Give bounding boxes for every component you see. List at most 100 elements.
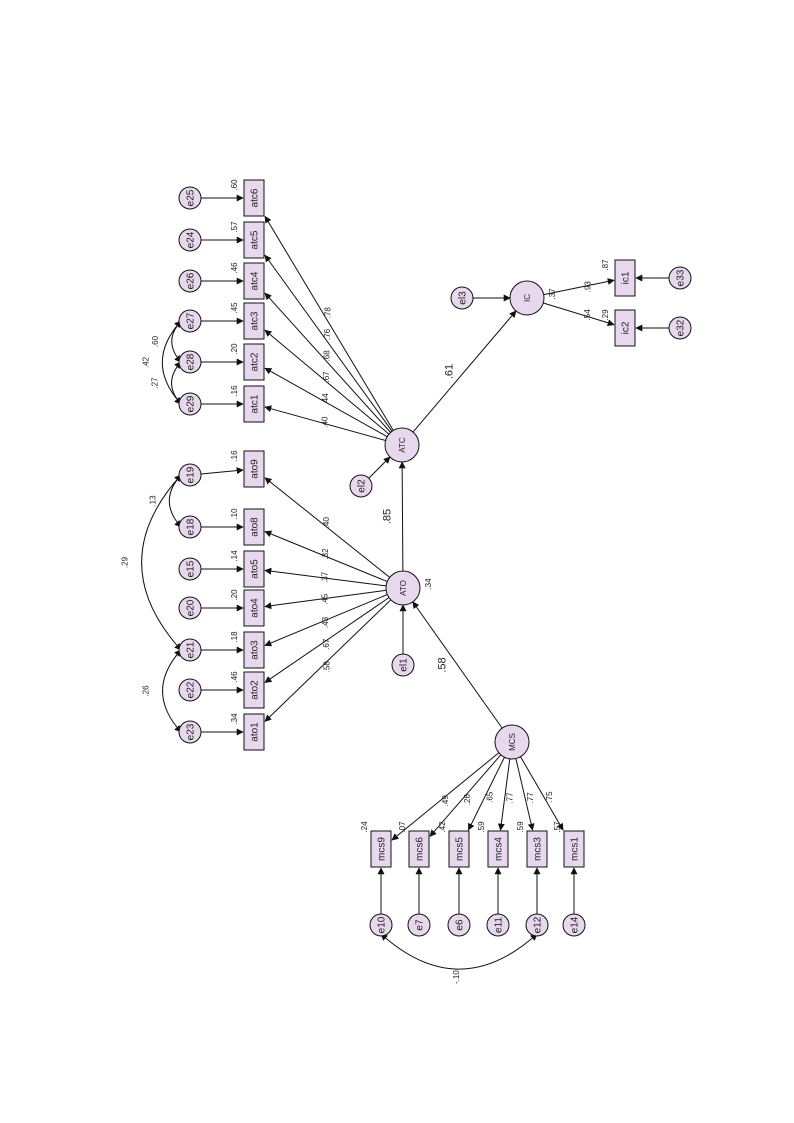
node-label: e6 [455,919,466,931]
path-arrow-MCS-ATO [412,601,503,729]
error-node-e22: e22 [178,678,202,702]
path-coefficient-label: .40 [322,516,331,528]
path-coefficient-label: .37 [321,571,330,583]
latent-node-ATC: ATC [384,427,420,463]
observed-node-ato2: ato2 [243,671,265,709]
node-label: atc3 [250,311,261,330]
node-label: el1 [399,658,410,672]
error-node-e11: e11 [486,913,510,937]
observed-node-atc3: atc3 [243,302,265,340]
node-label: atc4 [250,271,261,290]
r-squared-label: .60 [230,179,239,191]
error-node-e10: e10 [369,913,393,937]
path-coefficient-label: .75 [545,791,554,803]
path-coefficient-label: .85 [382,509,394,524]
path-coefficient-label: .26 [463,794,472,806]
error-node-e33: e33 [668,266,692,290]
node-label: MCS [508,733,517,751]
path-arrow-MCS-mcs4 [497,758,511,831]
observed-node-mcs1: mcs1 [563,830,585,868]
error-node-el3: el3 [450,286,474,310]
node-label: e22 [186,681,197,698]
r-squared-label: .34 [424,578,433,590]
covariance-arc-e19-e21 [141,474,182,651]
covariance-arc-e19-e18 [168,474,182,528]
observed-node-mcs5: mcs5 [448,830,470,868]
r-squared-label: .57 [553,821,562,833]
error-node-e15: e15 [178,557,202,581]
path-arrow-MCS-mcs1 [520,756,564,831]
path-arrow-ATC-atc4 [264,292,391,433]
covariance-label: .27 [151,377,160,389]
observed-node-atc6: atc6 [243,179,265,217]
covariance-label: -.10 [452,970,461,984]
node-label: e20 [186,599,197,616]
r-squared-label: .59 [516,821,525,833]
node-label: e25 [186,189,197,206]
error-node-e14: e14 [562,913,586,937]
latent-node-ATO: ATO [385,570,421,606]
node-label: ato1 [250,722,261,742]
covariance-arc-e10-e12 [380,933,538,970]
path-coefficient-label: .40 [320,416,329,428]
path-arrow-ATC-IC [412,310,517,433]
path-coefficient-label: .77 [526,792,535,804]
r-squared-label: .42 [438,821,447,833]
r-squared-label: .24 [360,821,369,833]
covariance-label: .42 [141,356,150,368]
path-coefficient-label: .93 [583,281,592,293]
path-arrow-e19-ato9 [200,467,244,475]
path-coefficient-label: .54 [583,309,592,321]
path-arrow-ATO-ato3 [264,594,388,647]
path-arrow-ATO-ato9 [264,477,391,578]
path-arrow-ATO-ato5 [264,567,387,587]
node-label: e12 [533,916,544,933]
r-squared-label: .37 [548,288,557,300]
path-coefficient-label: .43 [321,616,330,628]
r-squared-label: .57 [230,221,239,233]
observed-node-mcs6: mcs6 [408,830,430,868]
error-node-e12: e12 [525,913,549,937]
node-label: ato3 [250,640,261,660]
node-label: mcs1 [570,837,581,861]
node-label: atc2 [250,352,261,371]
path-arrow-ATC-atc1 [264,405,386,441]
node-label: mcs9 [377,837,388,861]
node-label: ato5 [250,559,261,579]
observed-node-ato5: ato5 [243,550,265,588]
r-squared-label: .07 [398,821,407,833]
latent-node-MCS: MCS [494,724,530,760]
node-label: ato8 [250,517,261,537]
path-arrow-ATC-atc3 [264,329,390,435]
path-arrow-ATO-ato2 [264,597,390,683]
node-label: e28 [186,353,197,370]
path-arrow-IC-ic2 [543,302,615,327]
node-label: e32 [676,319,687,336]
path-arrow-MCS-mcs9 [391,752,500,841]
path-arrow-ATC-atc2 [264,367,388,438]
covariance-arc-e21-e23 [162,649,182,733]
path-arrow-el2-ATC [368,456,391,479]
path-coefficient-label: .68 [323,350,332,362]
path-coefficient-label: .45 [321,593,330,605]
path-coefficient-label: .78 [324,307,333,319]
observed-node-mcs4: mcs4 [487,830,509,868]
node-label: ato4 [250,598,261,618]
error-node-e7: e7 [407,913,431,937]
path-arrow-ATO-ato4 [264,589,387,610]
r-squared-label: .16 [230,385,239,397]
error-node-e24: e24 [178,228,202,252]
error-node-e18: e18 [178,515,202,539]
observed-node-atc4: atc4 [243,262,265,300]
path-coefficient-label: .77 [506,792,515,804]
observed-node-ic2: ic2 [614,309,636,347]
covariance-arc-e27-e29 [161,320,182,405]
observed-node-ato8: ato8 [243,508,265,546]
path-arrow-IC-ic1 [543,278,615,296]
latent-node-IC: IC [509,280,545,316]
r-squared-label: .29 [601,309,610,321]
path-coefficient-label: .61 [444,364,456,379]
node-label: e23 [186,723,197,740]
covariance-label: .13 [148,495,157,507]
